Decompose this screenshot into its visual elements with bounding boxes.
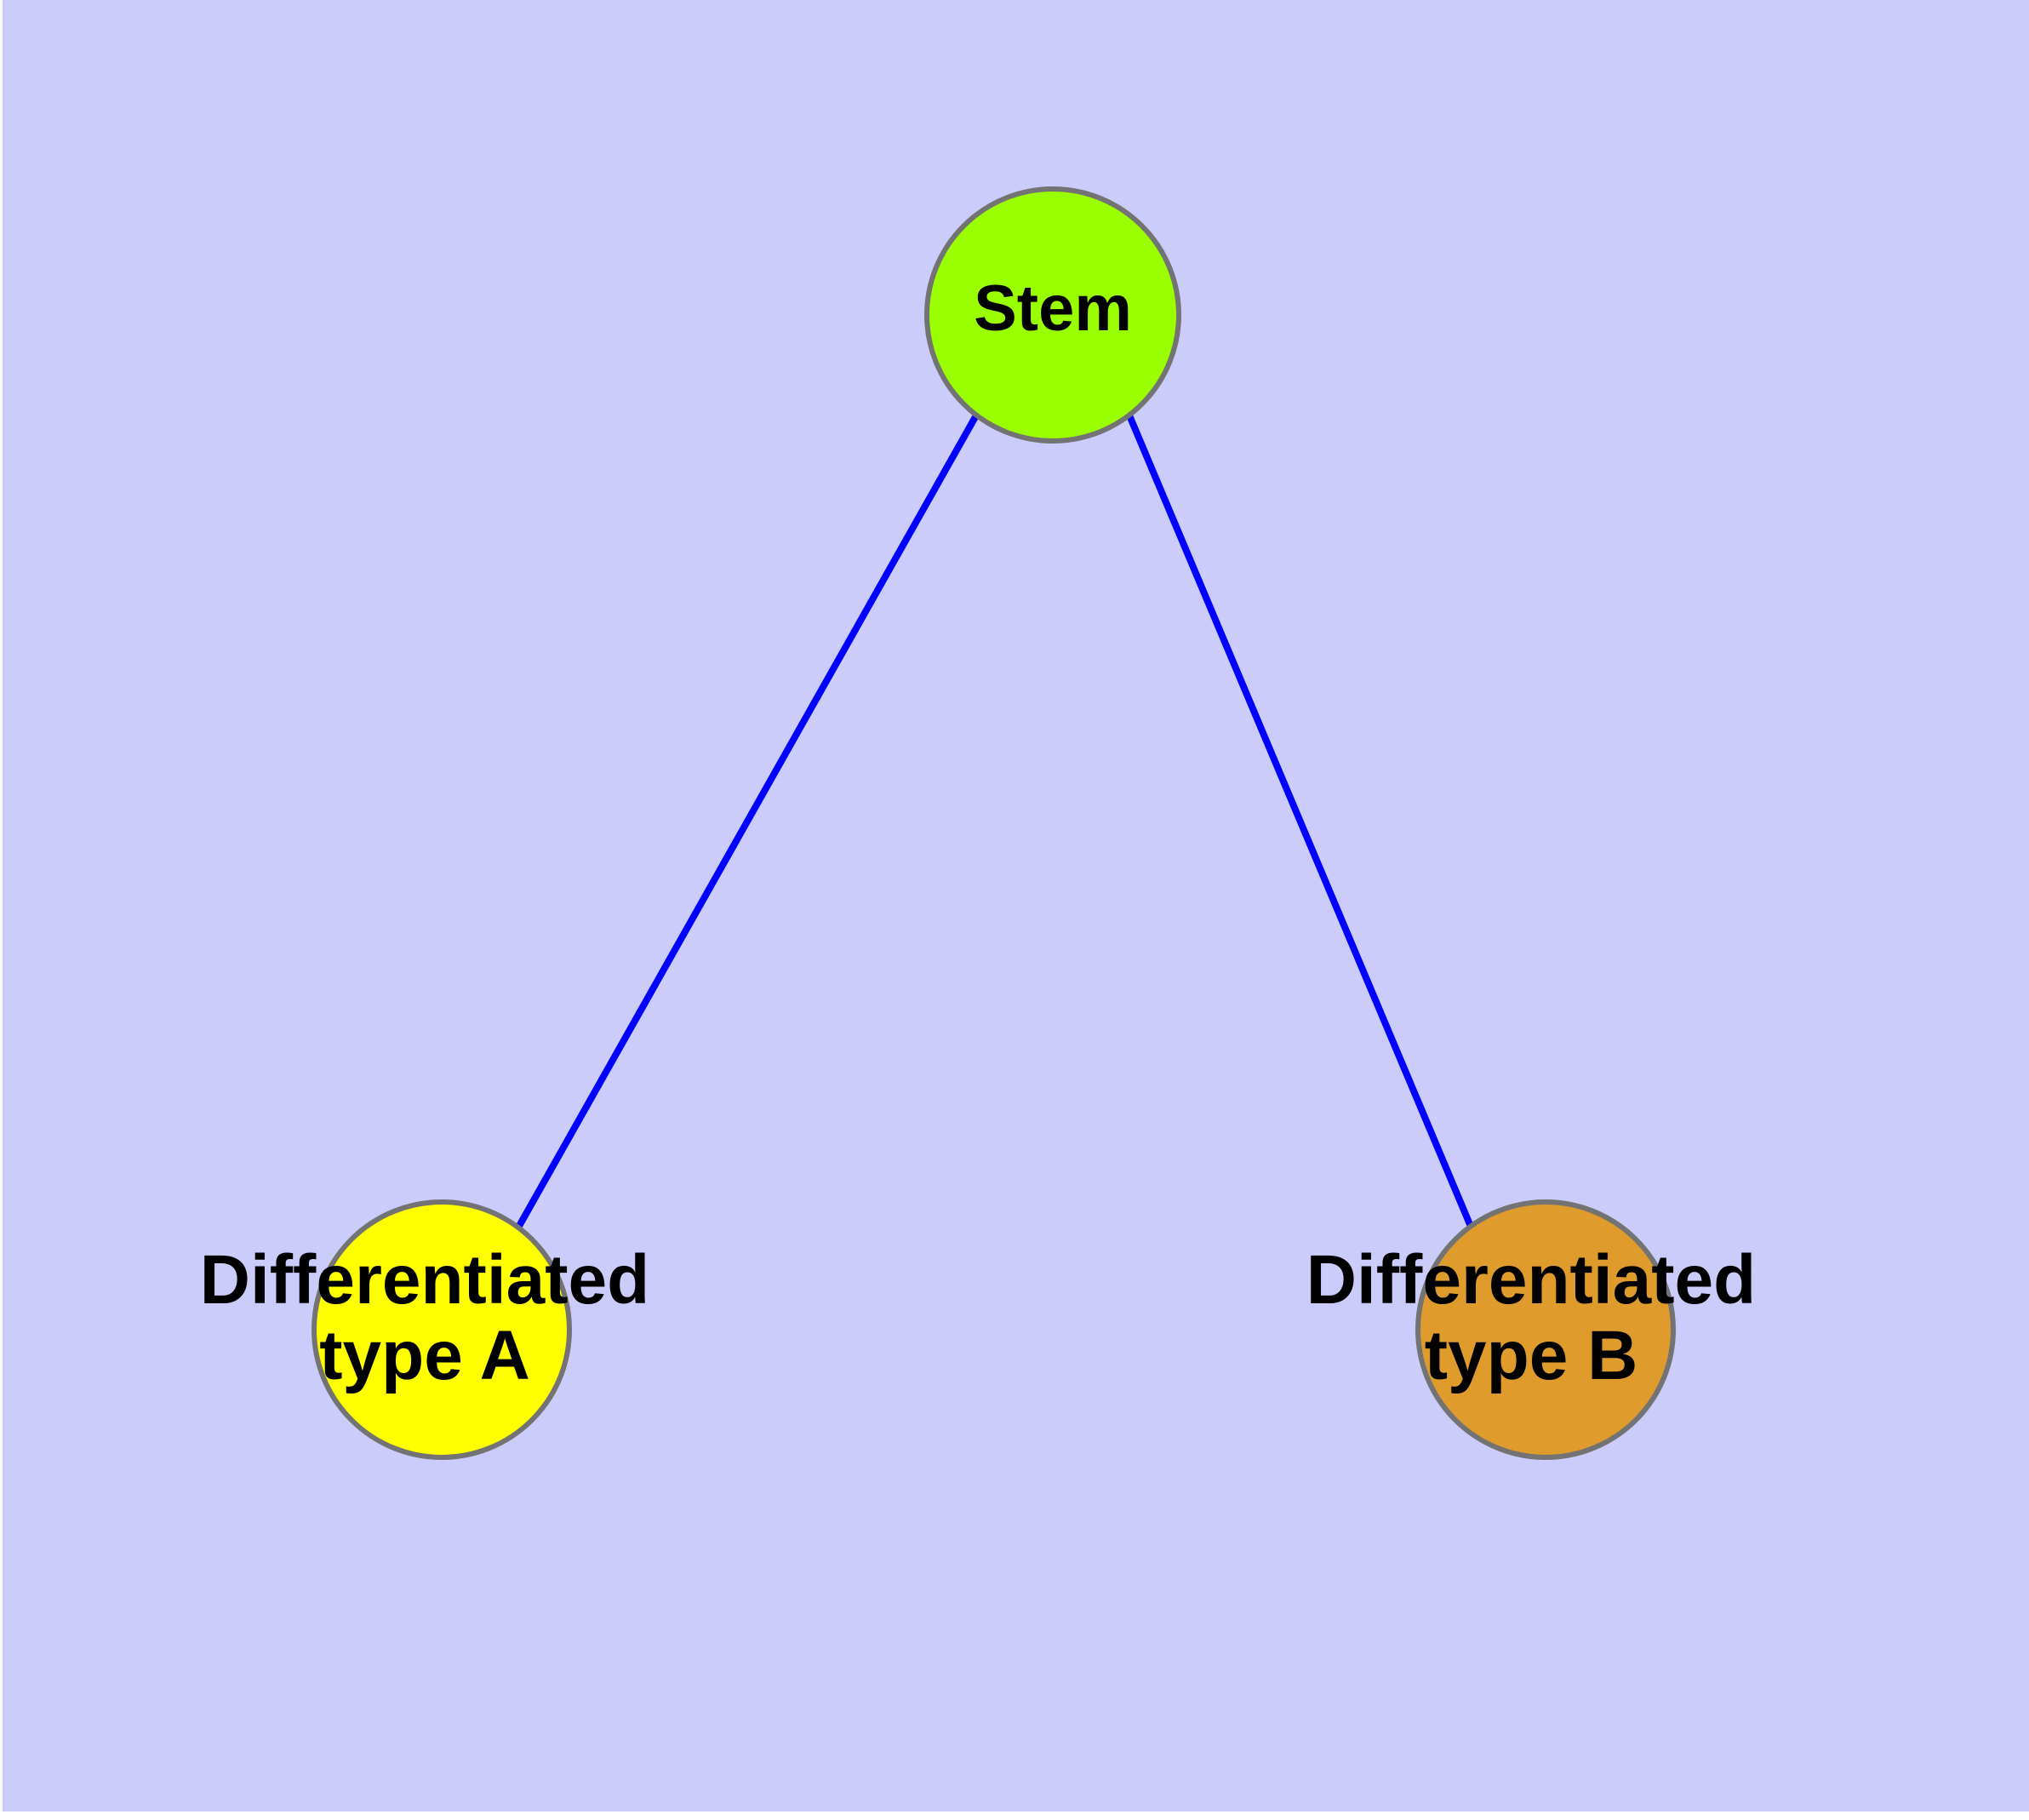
graph-edge — [1126, 414, 1475, 1230]
nodes-group — [311, 186, 1676, 1460]
graph-node-diff-b[interactable] — [1415, 1199, 1676, 1460]
edges-group — [515, 414, 1475, 1230]
graph-node-diff-a[interactable] — [311, 1199, 572, 1460]
graph-node-stem[interactable] — [924, 186, 1181, 444]
graph-edge — [515, 414, 980, 1229]
